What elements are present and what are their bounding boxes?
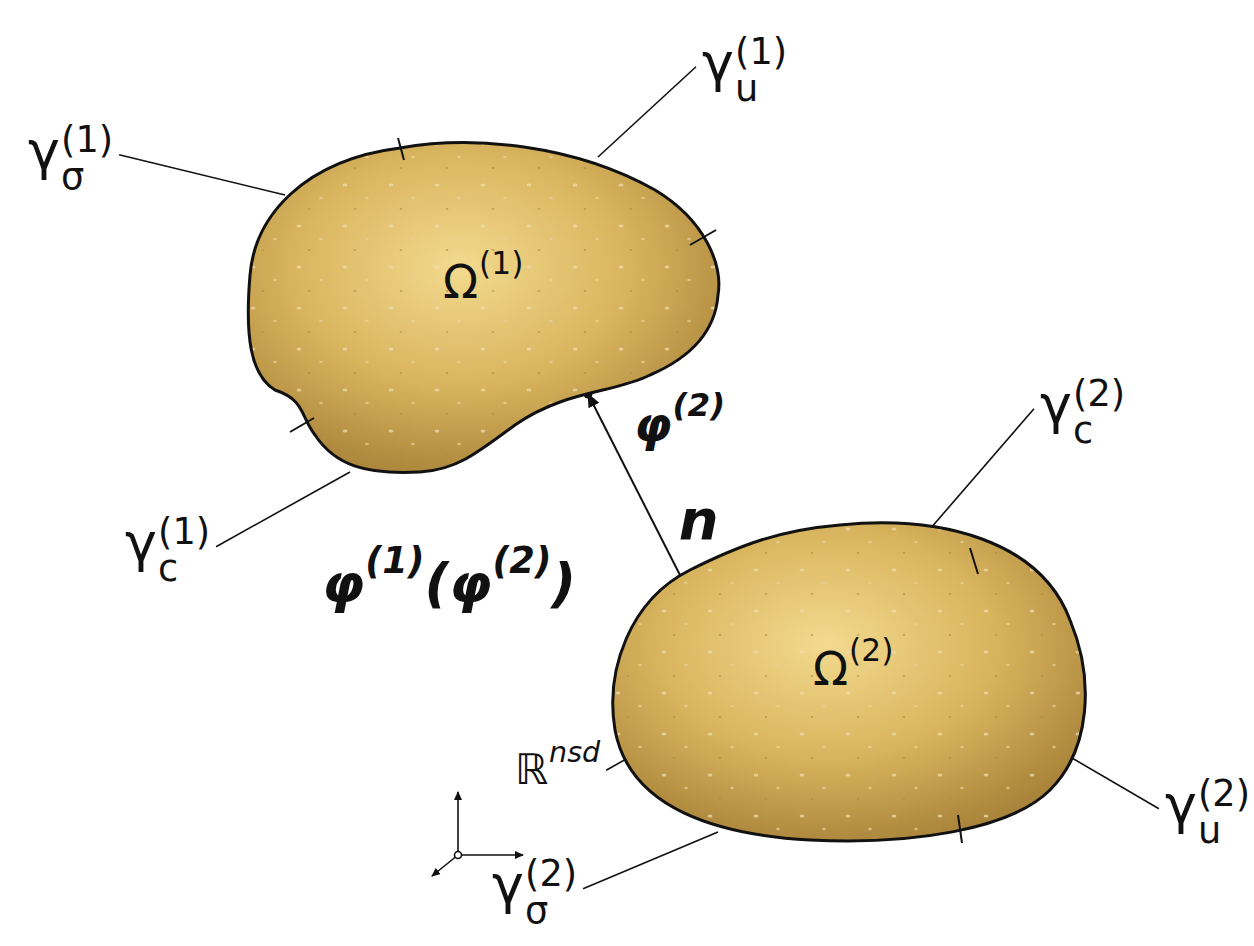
- body-label: Ω(1): [443, 255, 523, 310]
- potato-outline: [248, 143, 719, 473]
- potato-speckles: [613, 523, 1085, 841]
- superscript: (2): [1198, 776, 1250, 813]
- base-glyph: φ: [322, 552, 364, 615]
- base-glyph: γ: [702, 31, 734, 94]
- label-holder: ℝnsd: [515, 745, 600, 795]
- subscript: c: [1073, 413, 1125, 450]
- base-glyph: n: [679, 487, 719, 552]
- potato-shape: [610, 520, 1090, 850]
- base-glyph: ): [552, 552, 577, 615]
- script-stack: u(1): [735, 34, 787, 107]
- potato-fill: [248, 143, 719, 473]
- script-stack: σ(1): [61, 122, 113, 195]
- base-glyph: (φ: [424, 552, 491, 615]
- boundary-tick: [398, 138, 404, 160]
- label-holder: γσ(2): [492, 852, 577, 925]
- boundary-label: γc(1): [125, 510, 210, 583]
- potato-outline: [613, 523, 1085, 841]
- base-glyph: ℝ: [515, 745, 548, 794]
- leader-line: [216, 472, 350, 547]
- superscript: (2): [1073, 376, 1125, 413]
- boundary-tick: [958, 815, 962, 843]
- boundary-label: γσ(1): [28, 118, 113, 191]
- superscript: (1): [479, 245, 523, 281]
- boundary-label: γc(2): [1040, 372, 1125, 445]
- subscript: u: [1198, 813, 1250, 850]
- map-symbol: φ(2): [634, 396, 725, 454]
- superscript: (1): [365, 539, 424, 582]
- potato-fill: [613, 523, 1085, 841]
- script-stack: u(2): [1198, 776, 1250, 849]
- normal-vector: [588, 394, 683, 581]
- label-holder: γu(1): [702, 30, 787, 103]
- leader-line: [930, 409, 1034, 529]
- superscript: (1): [61, 122, 113, 159]
- leader-group: [119, 67, 1159, 889]
- label-holder: γu(2): [1165, 772, 1250, 845]
- leader-line: [1072, 758, 1159, 809]
- vector-label: n: [679, 486, 719, 553]
- base-glyph: Ω: [443, 255, 478, 309]
- script-stack: σ(2): [525, 856, 577, 929]
- potato-body: Ω(2): [610, 520, 1090, 850]
- label-holder: γc(2): [1040, 372, 1125, 445]
- script-stack: c(2): [1073, 376, 1125, 449]
- leader-line: [583, 832, 718, 889]
- label-holder: φ(2): [634, 396, 725, 454]
- subscript: c: [158, 551, 210, 588]
- base-glyph: γ: [492, 853, 524, 916]
- boundary-tick: [690, 230, 716, 245]
- base-glyph: φ: [634, 396, 672, 452]
- leader-line: [119, 155, 285, 195]
- superscript: (2): [492, 539, 551, 582]
- body-label: Ω(2): [813, 642, 893, 697]
- subscript: σ: [525, 893, 577, 930]
- subscript: σ: [61, 159, 113, 196]
- superscript: (1): [158, 514, 210, 551]
- axis-origin: [455, 852, 462, 859]
- label-holder: φ(1)(φ(2)): [322, 552, 576, 617]
- axis-line: [432, 855, 458, 876]
- superscript: (2): [673, 386, 726, 424]
- subscript: u: [735, 71, 787, 108]
- label-holder: γσ(1): [28, 118, 113, 191]
- boundary-label: γσ(2): [492, 852, 577, 925]
- axis-line: [457, 792, 459, 855]
- base-glyph: γ: [1165, 773, 1197, 836]
- edge-label-holder: n: [679, 486, 719, 553]
- boundary-tick: [290, 418, 314, 432]
- boundary-label: ℝnsd: [515, 745, 600, 795]
- leader-line: [598, 67, 696, 157]
- superscript: (2): [849, 632, 893, 668]
- potato-speckles: [248, 143, 719, 473]
- superscript: nsd: [549, 735, 600, 769]
- base-glyph: γ: [28, 119, 60, 182]
- body-label-holder: Ω(1): [443, 255, 523, 310]
- base-glyph: Ω: [813, 642, 848, 696]
- boundary-tick: [970, 548, 978, 574]
- base-glyph: γ: [125, 511, 157, 574]
- superscript: (2): [525, 856, 577, 893]
- boundary-label: γu(1): [702, 30, 787, 103]
- superscript: (1): [735, 34, 787, 71]
- script-stack: c(1): [158, 514, 210, 587]
- map-symbol: φ(1)(φ(2)): [322, 552, 576, 617]
- base-glyph: γ: [1040, 373, 1072, 436]
- label-holder: γc(1): [125, 510, 210, 583]
- boundary-label: γu(2): [1165, 772, 1250, 845]
- body-label-holder: Ω(2): [813, 642, 893, 697]
